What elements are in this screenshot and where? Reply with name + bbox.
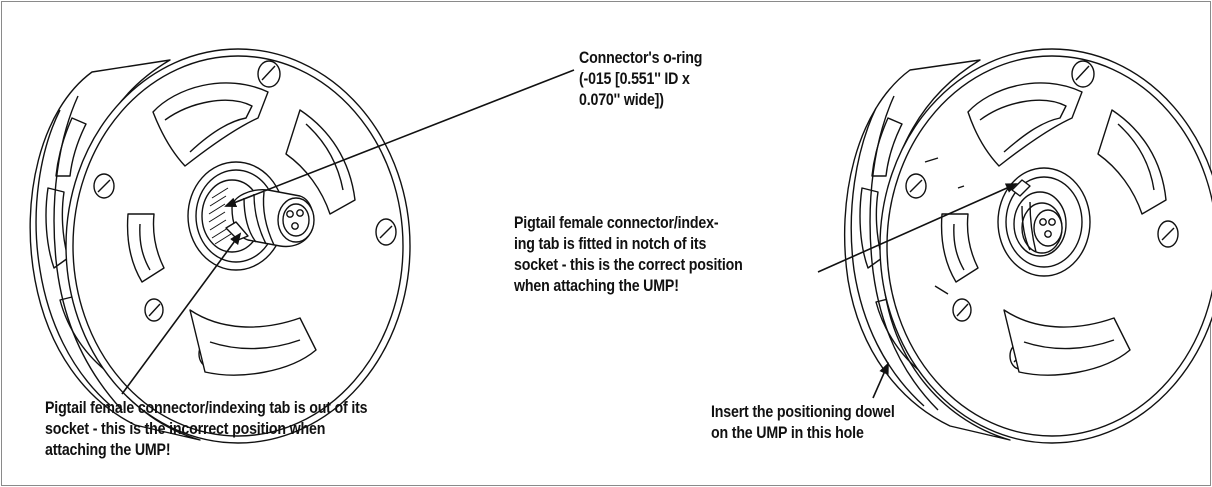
socket-ribs-left <box>208 187 232 245</box>
connector-left <box>231 189 315 248</box>
callout-incorrect-position: Pigtail female connector/indexing tab is… <box>45 398 368 461</box>
face-pocket-left-left <box>126 213 165 283</box>
leader-dowel <box>872 362 889 399</box>
leader-oring <box>224 69 575 208</box>
callout-dowel-line-1: Insert the positioning dowel <box>711 403 895 421</box>
mount-hole-right-1 <box>1071 60 1095 88</box>
mount-hole-left-2 <box>93 173 115 199</box>
end-cap-right-drawing <box>843 48 1212 444</box>
callout-oring-line-2: (-015 [0.551'' ID x <box>579 70 690 88</box>
callout-dowel-hole: Insert the positioning dowel on the UMP … <box>711 402 895 444</box>
leader-lines <box>121 69 1018 399</box>
face-pocket-right-right <box>1097 109 1167 215</box>
mount-hole-right-4 <box>952 298 972 322</box>
mount-hole-left-3 <box>375 218 397 246</box>
connector-right <box>1013 191 1067 257</box>
callout-correct-line-1: Pigtail female connector/index- <box>514 214 719 232</box>
callout-correct-line-2: ing tab is fitted in notch of its <box>514 235 707 253</box>
callout-correct-line-4: when attaching the UMP! <box>514 277 679 295</box>
mount-hole-left-1 <box>257 60 281 88</box>
end-cap-left-drawing <box>29 48 411 444</box>
face-pocket-right-top <box>967 82 1083 167</box>
leader-incorrect <box>121 232 242 395</box>
callout-incorrect-line-3: attaching the UMP! <box>45 441 171 459</box>
callout-oring: Connector's o-ring (-015 [0.551'' ID x 0… <box>579 48 702 111</box>
leader-correct <box>817 183 1018 273</box>
callout-oring-line-1: Connector's o-ring <box>579 49 703 67</box>
face-pocket-left-right <box>285 109 356 215</box>
face-pocket-right-bottom <box>1003 309 1131 376</box>
face-pocket-left-bottom <box>189 309 317 376</box>
mount-hole-right-2 <box>905 173 927 199</box>
mount-hole-left-4 <box>144 298 164 322</box>
callout-oring-line-3: 0.070'' wide]) <box>579 91 664 109</box>
callout-dowel-line-2: on the UMP in this hole <box>711 424 864 442</box>
face-pocket-left-top <box>152 82 269 167</box>
connector-right-face <box>1033 209 1063 247</box>
callout-incorrect-line-1: Pigtail female connector/indexing tab is… <box>45 399 368 417</box>
callout-correct-line-3: socket - this is the correct position <box>514 256 743 274</box>
face-pocket-right-left <box>940 213 979 283</box>
callout-incorrect-line-2: socket - this is the incorrect position … <box>45 420 326 438</box>
callout-correct-position: Pigtail female connector/index- ing tab … <box>514 213 743 297</box>
mount-hole-right-3 <box>1157 220 1179 248</box>
